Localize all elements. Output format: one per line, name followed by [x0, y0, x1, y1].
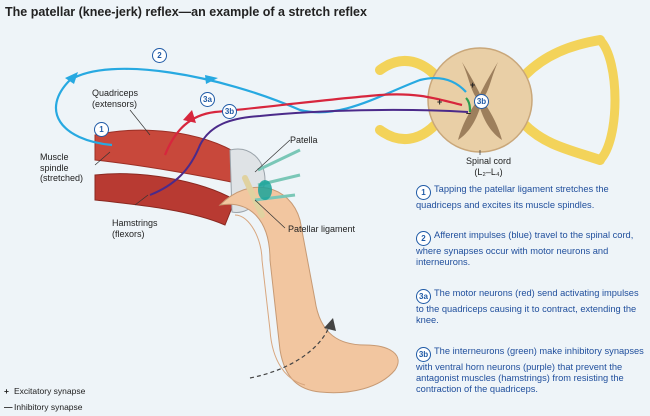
spinal-cord-levels: (L₂–L₄) — [474, 166, 503, 177]
afferent-pathway — [54, 67, 467, 147]
step-1-text: Tapping the patellar ligament stretches … — [416, 184, 609, 210]
inhibitory-sign: – — [466, 108, 472, 118]
interneuron — [465, 97, 472, 113]
hamstrings-label: Hamstrings (flexors) — [112, 218, 158, 239]
knee-extension-arrowhead — [324, 318, 336, 331]
hamstrings-name: Hamstrings — [112, 218, 158, 228]
hamstrings-sub: (flexors) — [112, 228, 145, 239]
quadriceps-name: Quadriceps — [92, 88, 139, 98]
step-3a-text: The motor neurons (red) send activating … — [416, 288, 639, 326]
step-3b-text: The interneurons (green) make inhibitory… — [416, 346, 644, 395]
legend-excitatory: + Excitatory synapse — [4, 386, 85, 396]
ventral-horn-pathway — [149, 108, 469, 196]
excitatory-sign-1: + — [470, 80, 476, 90]
quadriceps-label: Quadriceps (extensors) — [92, 88, 138, 109]
excitatory-sign-2: + — [437, 97, 443, 107]
excitatory-symbol: + — [4, 386, 9, 396]
spinal-cord-label: Spinal cord (L₂–L₄) — [466, 156, 511, 177]
step-1-number: 1 — [416, 185, 431, 200]
excitatory-label: Excitatory synapse — [14, 386, 86, 396]
patella-label: Patella — [290, 135, 318, 145]
step-3b-number: 3b — [416, 347, 431, 362]
step-3a-number: 3a — [416, 289, 431, 304]
patellar-ligament-label: Patellar ligament — [288, 224, 356, 234]
quadriceps-sub: (extensors) — [92, 98, 138, 109]
inhibitory-label: Inhibitory synapse — [14, 402, 83, 412]
muscle-spindle-line1: Muscle — [40, 152, 69, 162]
afferent-arrow-1 — [65, 72, 78, 84]
marker-3b-figure: 3b — [222, 104, 237, 119]
leg-anatomy — [94, 129, 399, 394]
step-2-text: Afferent impulses (blue) travel to the s… — [416, 230, 634, 268]
label-leaders — [94, 109, 481, 229]
marker-1: 1 — [94, 122, 109, 137]
legend-inhibitory: —Inhibitory synapse — [4, 402, 83, 412]
marker-2: 2 — [152, 48, 167, 63]
spinal-cord-name: Spinal cord — [466, 156, 512, 166]
muscle-spindle-label: Muscle spindle (stretched) — [40, 152, 83, 184]
figure-title: The patellar (knee-jerk) reflex—an examp… — [5, 5, 367, 19]
spinal-nerves — [375, 35, 620, 165]
muscle-spindle-line2: spindle — [40, 162, 69, 173]
motor-arrow — [183, 110, 196, 123]
inhibitory-symbol: — — [4, 402, 13, 412]
marker-3a: 3a — [200, 92, 215, 107]
step-2-number: 2 — [416, 231, 431, 246]
afferent-arrow-2 — [205, 75, 218, 84]
muscle-spindle-line3: (stretched) — [40, 173, 84, 183]
motor-pathway — [163, 93, 463, 156]
marker-3b-cord: 3b — [474, 94, 489, 109]
reflex-hammer — [254, 148, 301, 202]
